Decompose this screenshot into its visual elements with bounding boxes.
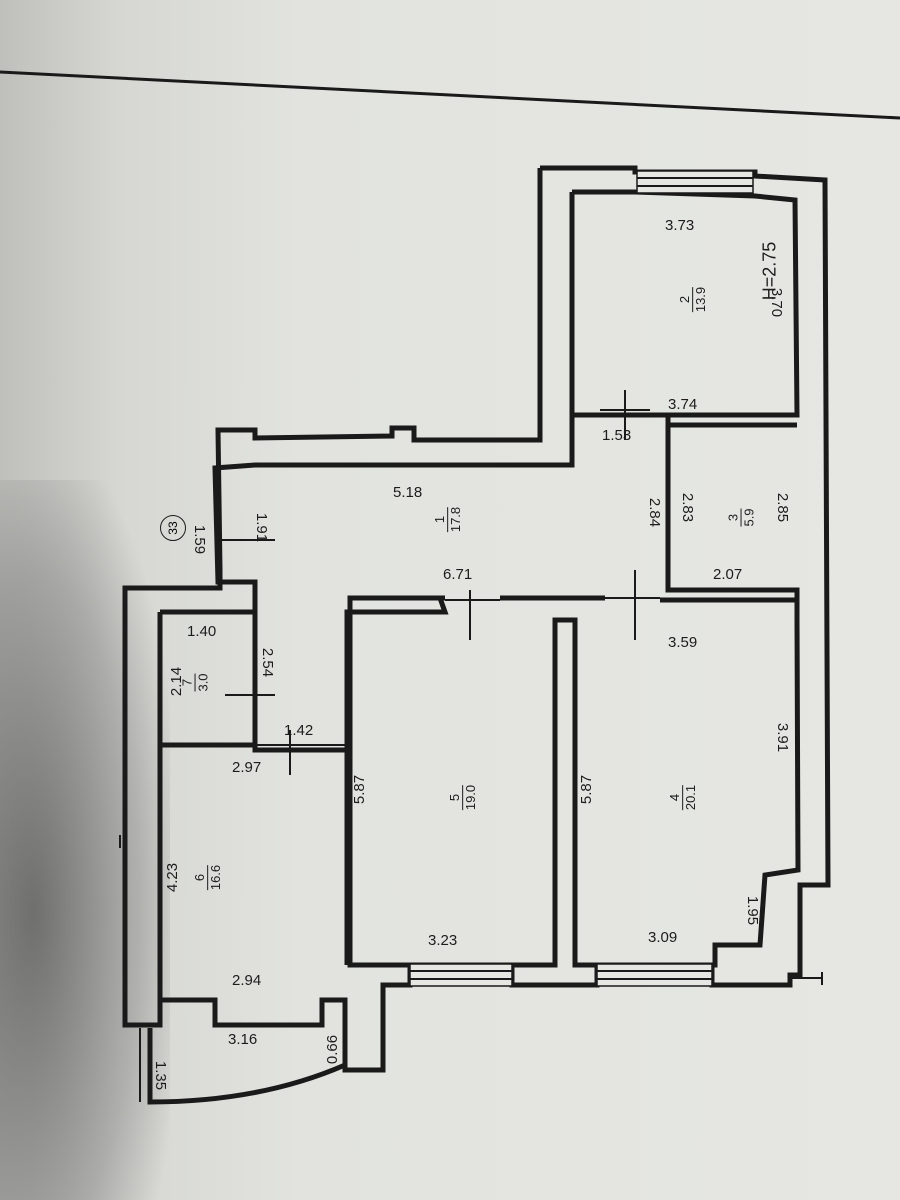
room-1-label: 1 17.8	[432, 506, 464, 533]
dim-label: 1.95	[744, 895, 762, 926]
dim-label: 0.66	[324, 1034, 342, 1065]
dim-label: 1.40	[187, 623, 217, 640]
dim-label: 1.53	[602, 427, 632, 444]
photo-shadow	[0, 480, 170, 1200]
dim-label: 2.14	[168, 666, 186, 697]
dim-label: 3.09	[648, 929, 678, 946]
inner-wall	[212, 189, 801, 968]
dim-label: 3.59	[668, 634, 698, 651]
dim-label: 1.59	[191, 524, 209, 555]
dim-label: 2.94	[232, 972, 262, 989]
dim-label: 3.23	[428, 932, 458, 949]
window-room5	[409, 963, 513, 987]
dim-label: 2.07	[713, 566, 743, 583]
window-room4	[596, 963, 713, 987]
dim-label: 5.87	[578, 774, 596, 805]
room-2-label: 2 13.9	[677, 286, 709, 313]
dim-label: 3.70	[768, 287, 786, 318]
dim-label: 2.54	[259, 647, 277, 678]
sheet-border-top	[0, 70, 900, 120]
dim-label: 5.87	[351, 774, 369, 805]
dim-label: 2.84	[646, 497, 664, 528]
room-3-label: 3 5.9	[725, 508, 757, 527]
outer-wall	[122, 165, 831, 1073]
balcony-arc	[147, 1028, 346, 1105]
dim-label: 1.35	[152, 1060, 170, 1091]
dim-label: 3.74	[668, 396, 698, 413]
dim-label: 2.97	[232, 759, 262, 776]
dim-label: 5.18	[393, 484, 423, 501]
dim-label: 3.73	[665, 217, 695, 234]
window-room2	[636, 170, 754, 194]
dim-label: 2.85	[774, 492, 792, 523]
dim-label: 3.16	[228, 1031, 258, 1048]
dim-label: 4.23	[164, 862, 182, 893]
room-5-label: 5 19.0	[447, 784, 479, 811]
room-4-label: 4 20.1	[667, 784, 699, 811]
dim-label: 3.91	[774, 722, 792, 753]
dim-label: 2.83	[679, 492, 697, 523]
dim-label: 6.71	[443, 566, 473, 583]
flat-number-badge: 33	[160, 515, 186, 541]
room-6-label: 6 16.6	[192, 864, 224, 891]
dim-label: 1.42	[284, 722, 314, 739]
dim-label: 1.91	[253, 512, 271, 543]
